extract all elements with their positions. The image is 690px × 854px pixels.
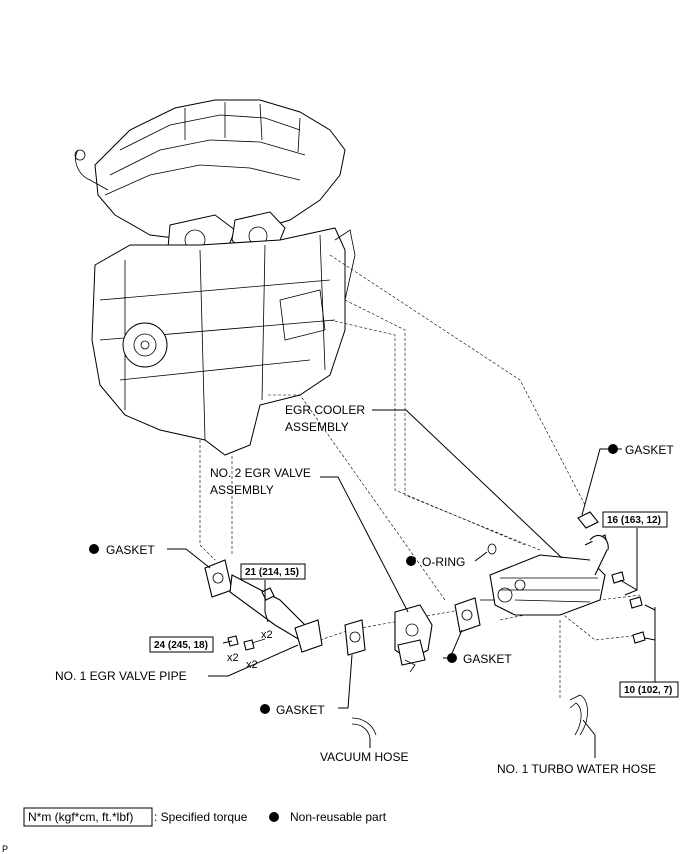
gasket-right-label: GASKET (463, 652, 512, 666)
torque-value-10: 10 (102, 7) (624, 685, 672, 696)
egr-pipe-part (229, 574, 323, 653)
torque-box-10 (619, 681, 679, 698)
legend-torque-desc: : Specified torque (154, 810, 248, 824)
gasket-top-part (577, 511, 599, 529)
torque-box-24 (149, 636, 214, 653)
nonreusable-dot-icon (406, 556, 416, 566)
corner-mark: P (2, 844, 8, 854)
nonreusable-dot-icon (89, 544, 99, 554)
egr-pipe-label: NO. 1 EGR VALVE PIPE (55, 669, 187, 683)
egr-cooler-label-2: ASSEMBLY (285, 420, 349, 434)
torque-value-16: 16 (163, 12) (607, 515, 661, 526)
torque-value-24: 24 (245, 18) (154, 640, 208, 651)
torque-value-21: 21 (214, 15) (245, 567, 299, 578)
gasket-bottom-label: GASKET (276, 703, 325, 717)
vacuum-hose-label: VACUUM HOSE (320, 750, 408, 764)
multiplier-label: x2 (227, 652, 239, 664)
nonreusable-dot-icon (260, 704, 270, 714)
legend-nonreusable-dot-icon (269, 812, 279, 822)
part-labels: EGR COOLER ASSEMBLY GASKET NO. 2 EGR VAL… (55, 403, 674, 776)
egr-valve-part (394, 604, 433, 673)
gasket-left-label: GASKET (106, 543, 155, 557)
gasket-right-part (454, 597, 481, 633)
nonreusable-dot-icon (608, 444, 618, 454)
o-ring-part (487, 543, 497, 555)
o-ring-label: O-RING (422, 555, 465, 569)
turbo-hose-label: NO. 1 TURBO WATER HOSE (497, 762, 656, 776)
torque-box-16 (602, 511, 668, 528)
gasket-bottom-part (344, 619, 366, 656)
egr-cooler-label-1: EGR COOLER (285, 403, 365, 417)
pipe-bolts (227, 635, 266, 651)
egr-valve-label-1: NO. 2 EGR VALVE (210, 466, 311, 480)
multiplier-label: x2 (246, 659, 258, 671)
turbo-hose-part (569, 694, 588, 736)
egr-cooler-part (480, 534, 609, 616)
egr-valve-label-2: ASSEMBLY (210, 483, 274, 497)
multiplier-label: x2 (261, 629, 273, 641)
legend-torque-units: N*m (kgf*cm, ft.*lbf) (28, 810, 133, 824)
legend: N*m (kgf*cm, ft.*lbf) : Specified torque… (2, 807, 387, 854)
legend-torque-box (23, 807, 153, 827)
gasket-top-label: GASKET (625, 443, 674, 457)
torque-box-21 (240, 563, 306, 580)
nonreusable-dot-icon (447, 653, 457, 663)
torque-specs: 16 (163, 12) 21 (214, 15) 24 (245, 18) 1… (149, 511, 679, 698)
vacuum-hose-part (351, 717, 377, 739)
gasket-left-part (204, 559, 233, 598)
engine-illustration (74, 99, 356, 456)
cooler-bolts (611, 571, 646, 644)
legend-nonreusable-desc: Non-reusable part (290, 810, 387, 824)
